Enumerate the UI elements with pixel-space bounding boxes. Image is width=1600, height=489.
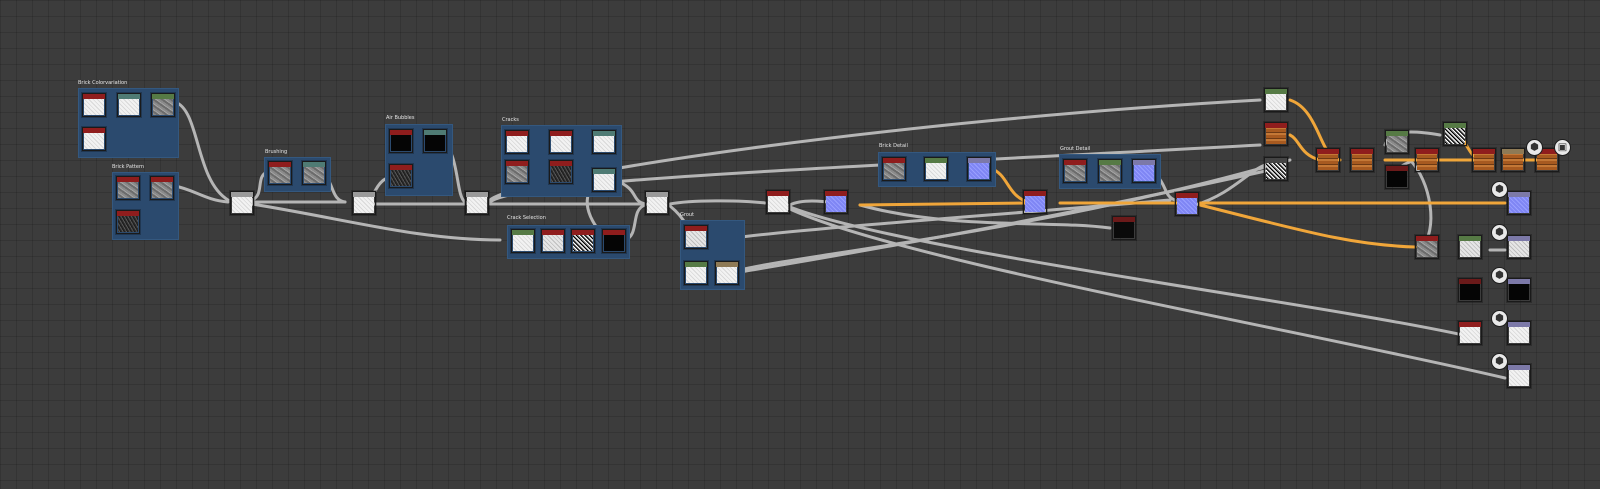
graph-node[interactable] bbox=[1443, 122, 1467, 146]
graph-node[interactable] bbox=[882, 157, 906, 181]
graph-node[interactable] bbox=[1535, 148, 1559, 172]
cube-output-icon[interactable]: ⬢ bbox=[1491, 224, 1508, 241]
graph-node[interactable] bbox=[1264, 157, 1288, 181]
graph-node[interactable] bbox=[150, 176, 174, 200]
graph-node[interactable] bbox=[549, 130, 573, 154]
wire bbox=[788, 207, 1507, 380]
cube-output-icon[interactable]: ⬢ bbox=[1491, 353, 1508, 370]
wire-highlight bbox=[1198, 203, 1417, 249]
graph-node[interactable] bbox=[423, 129, 447, 153]
frame-title: Air Bubbles bbox=[386, 115, 415, 121]
wire bbox=[250, 202, 502, 242]
graph-node[interactable] bbox=[1501, 148, 1525, 172]
graph-node[interactable] bbox=[82, 127, 106, 151]
graph-node[interactable] bbox=[116, 210, 140, 234]
graph-node[interactable] bbox=[1507, 235, 1531, 259]
graph-node[interactable] bbox=[117, 93, 141, 117]
graph-node[interactable] bbox=[967, 157, 991, 181]
graph-node[interactable] bbox=[1507, 191, 1531, 215]
graph-node[interactable] bbox=[766, 190, 790, 214]
frame-title: Brick Pattern bbox=[112, 164, 145, 170]
cube-output-icon[interactable]: ⬢ bbox=[1491, 310, 1508, 327]
graph-node[interactable] bbox=[541, 229, 565, 253]
graph-node[interactable] bbox=[1472, 148, 1496, 172]
graph-node[interactable] bbox=[1264, 122, 1288, 146]
graph-node[interactable] bbox=[505, 160, 529, 184]
graph-node[interactable] bbox=[1415, 235, 1439, 259]
graph-node[interactable] bbox=[1112, 216, 1136, 240]
graph-node[interactable] bbox=[1507, 278, 1531, 302]
cube-output-icon[interactable]: ⬢ bbox=[1491, 267, 1508, 284]
graph-node[interactable] bbox=[1507, 364, 1531, 388]
graph-node[interactable] bbox=[1385, 130, 1409, 154]
graph-node[interactable] bbox=[151, 93, 175, 117]
graph-node[interactable] bbox=[1063, 159, 1087, 183]
graph-node[interactable] bbox=[602, 229, 626, 253]
frame-title: Cracks bbox=[502, 117, 519, 123]
graph-node[interactable] bbox=[82, 93, 106, 117]
graph-node[interactable] bbox=[549, 160, 573, 184]
graph-node[interactable] bbox=[1264, 88, 1288, 112]
graph-node[interactable] bbox=[1316, 148, 1340, 172]
graph-node[interactable] bbox=[1415, 148, 1439, 172]
wire bbox=[788, 205, 1465, 337]
graph-node[interactable] bbox=[715, 261, 739, 285]
graph-node[interactable] bbox=[592, 130, 616, 154]
graph-node[interactable] bbox=[592, 168, 616, 192]
render-output-icon[interactable]: ▣ bbox=[1554, 139, 1571, 156]
graph-node[interactable] bbox=[389, 129, 413, 153]
cube-output-icon[interactable]: ⬢ bbox=[1491, 181, 1508, 198]
graph-node[interactable] bbox=[1507, 321, 1531, 345]
frame-title: Brushing bbox=[265, 149, 288, 155]
graph-node[interactable] bbox=[1350, 148, 1374, 172]
wire-highlight bbox=[858, 201, 1032, 207]
graph-node[interactable] bbox=[1458, 235, 1482, 259]
graph-node[interactable] bbox=[116, 176, 140, 200]
graph-node[interactable] bbox=[465, 191, 489, 215]
graph-node[interactable] bbox=[230, 191, 254, 215]
frame-title: Grout Detail bbox=[1060, 146, 1091, 152]
graph-node[interactable] bbox=[1098, 159, 1122, 183]
graph-node[interactable] bbox=[1385, 165, 1409, 189]
wire bbox=[173, 184, 230, 204]
graph-node[interactable] bbox=[505, 130, 529, 154]
frame-title: Brick Colorvariation bbox=[78, 80, 128, 86]
wire bbox=[738, 158, 1292, 272]
graph-node[interactable] bbox=[352, 191, 376, 215]
frame-title: Brick Detail bbox=[879, 143, 908, 149]
graph-node[interactable] bbox=[1132, 159, 1156, 183]
graph-node[interactable] bbox=[571, 229, 595, 253]
graph-node[interactable] bbox=[1175, 192, 1199, 216]
graph-node[interactable] bbox=[924, 157, 948, 181]
wire bbox=[173, 100, 230, 202]
wire-highlight bbox=[1288, 133, 1322, 162]
cube-output-icon[interactable]: ⬢ bbox=[1526, 139, 1543, 156]
graph-node[interactable] bbox=[645, 191, 669, 215]
graph-node[interactable] bbox=[684, 225, 708, 249]
wire bbox=[668, 199, 767, 206]
graph-node[interactable] bbox=[511, 229, 535, 253]
wire bbox=[858, 203, 1112, 230]
wire bbox=[718, 198, 1172, 242]
graph-node[interactable] bbox=[1458, 321, 1482, 345]
graph-node[interactable] bbox=[268, 161, 292, 185]
graph-node[interactable] bbox=[1023, 190, 1047, 214]
graph-node[interactable] bbox=[389, 164, 413, 188]
graph-node[interactable] bbox=[684, 261, 708, 285]
graph-node[interactable] bbox=[302, 161, 326, 185]
frame-title: Grout bbox=[680, 212, 695, 218]
graph-node[interactable] bbox=[1458, 278, 1482, 302]
graph-node[interactable] bbox=[824, 190, 848, 214]
frame-title: Crack Selection bbox=[507, 215, 546, 221]
